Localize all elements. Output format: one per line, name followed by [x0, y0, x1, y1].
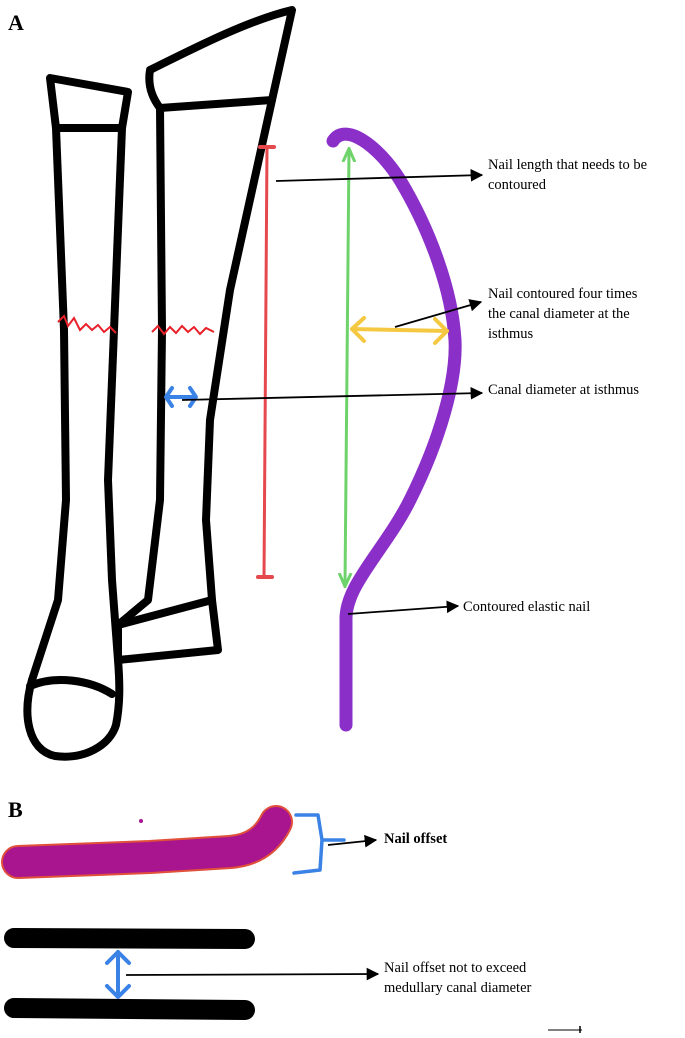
fibula-bone	[114, 6, 296, 664]
label-contoured-nail: Contoured elastic nail	[463, 599, 590, 615]
label-nail-length-1: Nail length that needs to be	[488, 157, 647, 173]
contoured-elastic-nail	[326, 127, 462, 732]
label-nail-length-2: contoured	[488, 177, 547, 193]
panel-b-label: B	[8, 797, 23, 822]
panel-a-label: A	[8, 10, 24, 35]
label-offset-limit-2: medullary canal diameter	[384, 980, 532, 996]
tibia-bone	[23, 74, 132, 761]
label-canal-diameter: Canal diameter at isthmus	[488, 382, 639, 398]
canal-wall-bottom	[4, 998, 255, 1020]
nail-with-offset-body	[3, 807, 291, 877]
arrow-nail-offset	[327, 834, 378, 848]
label-contour-2: the canal diameter at the	[488, 306, 630, 322]
arrow-contour	[394, 299, 483, 328]
canal-diameter-double-arrow	[105, 950, 131, 999]
arrow-offset-limit	[125, 967, 380, 981]
arrow-nail-length	[275, 169, 484, 182]
annotation-arrows-a	[181, 169, 484, 615]
stray-dot	[139, 819, 143, 823]
nail-offset-bracket	[292, 813, 346, 875]
contour-width-arrow	[350, 316, 449, 345]
label-contour-3: isthmus	[488, 326, 533, 342]
tibia-fracture-line	[57, 314, 117, 334]
arrow-canal-diameter	[181, 386, 484, 401]
nail-length-bar	[256, 145, 276, 579]
canal-diameter-arrow	[164, 386, 198, 408]
canal-wall-top	[4, 928, 255, 949]
label-contour-1: Nail contoured four times	[488, 286, 638, 302]
nail-chord-line	[345, 150, 349, 585]
label-nail-offset: Nail offset	[384, 831, 447, 847]
annotation-arrows-b	[125, 834, 380, 981]
arrow-contoured-nail	[347, 600, 460, 615]
label-offset-limit-1: Nail offset not to exceed	[384, 960, 527, 976]
fibula-fracture-line	[151, 324, 215, 336]
